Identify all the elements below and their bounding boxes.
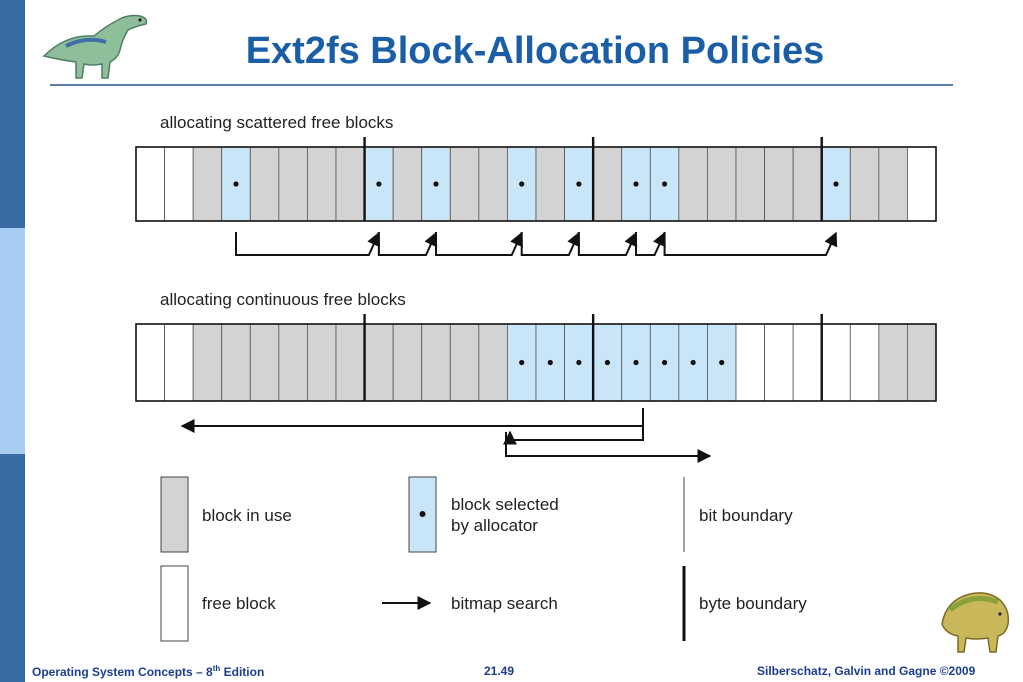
scattered-block-free: [135, 146, 165, 222]
continuous-block-free: [821, 323, 851, 402]
search-hop-arrow: [577, 231, 638, 256]
dinosaur-icon: [42, 14, 148, 79]
scattered-selected-dot: [661, 181, 668, 187]
legend: block in use block selected by allocator…: [160, 476, 807, 642]
scattered-block-used: [307, 146, 337, 222]
scattered-row-outline: [135, 146, 937, 222]
continuous-block-free: [764, 323, 794, 402]
continuous-block-used: [192, 323, 223, 402]
continuous-block-used: [421, 323, 451, 402]
scattered-block-used: [592, 146, 623, 222]
scattered-label: allocating scattered free blocks: [160, 113, 393, 132]
continuous-block-used: [364, 323, 394, 402]
legend-free: free block: [202, 594, 276, 613]
continuous-selected-dot: [690, 359, 696, 366]
continuous-block-free: [849, 323, 880, 402]
continuous-block-used: [478, 323, 508, 402]
scattered-block-used: [278, 146, 308, 222]
footer-copyright: Silberschatz, Galvin and Gagne ©2009: [757, 664, 976, 678]
dinosaur-icon: [941, 592, 1010, 653]
continuous-label: allocating continuous free blocks: [160, 290, 406, 309]
search-arrow-right: [505, 432, 712, 463]
scattered-block-used: [392, 146, 423, 222]
scattered-selected-dot: [519, 181, 525, 187]
continuous-block-used: [878, 323, 908, 402]
search-hop-arrow: [377, 231, 438, 256]
search-hop-arrow: [635, 231, 666, 256]
search-arrow-left: [180, 408, 644, 433]
legend-selected-line1: block selected: [451, 495, 559, 514]
legend-in-use: block in use: [202, 506, 292, 525]
footer-page-number: 21.49: [484, 664, 515, 678]
title-underline: [50, 84, 953, 86]
continuous-block-free: [164, 323, 194, 402]
scattered-selected-dot: [576, 181, 582, 187]
sidebar-accent-dark-bottom: [0, 454, 25, 682]
scattered-block-used: [849, 146, 880, 222]
legend-selected-line2: by allocator: [451, 516, 538, 535]
search-hop-arrow: [235, 231, 381, 256]
scattered-block-free: [164, 146, 194, 222]
scattered-block-used: [535, 146, 565, 222]
continuous-block-used: [449, 323, 480, 402]
slide-title: Ext2fs Block-Allocation Policies: [245, 30, 825, 72]
continuous-block-free: [135, 323, 165, 402]
legend-bit-boundary: bit boundary: [699, 506, 793, 525]
continuous-block-free: [735, 323, 765, 402]
scattered-selected-dot: [233, 181, 239, 187]
legend-swatch-in-use: [160, 476, 189, 553]
scattered-block-used: [735, 146, 765, 222]
scattered-block-free: [907, 146, 937, 222]
scattered-block-used: [764, 146, 794, 222]
continuous-block-used: [335, 323, 365, 402]
scattered-block-row: [135, 137, 937, 222]
continuous-block-used: [278, 323, 308, 402]
scattered-search-hops: [235, 231, 838, 256]
scattered-block-used: [192, 146, 223, 222]
continuous-block-used: [907, 323, 937, 402]
continuous-block-used: [307, 323, 337, 402]
search-hop-arrow: [435, 231, 523, 256]
scattered-block-used: [792, 146, 823, 222]
legend-selected-dot: [419, 511, 426, 517]
continuous-selected-dot: [719, 359, 725, 366]
continuous-block-free: [792, 323, 823, 402]
scattered-block-used: [249, 146, 280, 222]
continuous-row-outline: [135, 323, 937, 402]
footer-book-title: Operating System Concepts – 8th Edition: [32, 664, 265, 679]
sidebar-accent-dark-top: [0, 0, 25, 228]
continuous-block-row: [135, 314, 937, 402]
legend-swatch-free: [160, 565, 189, 642]
legend-byte-boundary: byte boundary: [699, 594, 807, 613]
scattered-block-used: [678, 146, 708, 222]
continuous-selected-dot: [633, 359, 639, 366]
continuous-block-used: [221, 323, 251, 402]
search-hop-arrow: [663, 231, 838, 256]
scattered-block-used: [335, 146, 365, 222]
continuous-selected-dot: [576, 359, 582, 366]
scattered-block-used: [878, 146, 908, 222]
scattered-block-used: [478, 146, 508, 222]
scattered-block-used: [707, 146, 737, 222]
continuous-search-arrows: [180, 408, 712, 463]
continuous-selected-dot: [604, 359, 611, 366]
scattered-selected-dot: [433, 181, 439, 187]
search-hop-arrow: [520, 231, 581, 256]
continuous-selected-dot: [661, 359, 668, 366]
scattered-block-used: [449, 146, 480, 222]
continuous-selected-dot: [519, 359, 525, 366]
scattered-selected-dot: [833, 181, 839, 187]
continuous-selected-dot: [547, 359, 553, 366]
legend-bitmap-search: bitmap search: [451, 594, 558, 613]
scattered-selected-dot: [376, 181, 382, 187]
search-arrow-return: [503, 408, 644, 445]
continuous-block-used: [249, 323, 280, 402]
sidebar-accent-light: [0, 228, 25, 454]
scattered-selected-dot: [633, 181, 639, 187]
continuous-block-used: [392, 323, 423, 402]
